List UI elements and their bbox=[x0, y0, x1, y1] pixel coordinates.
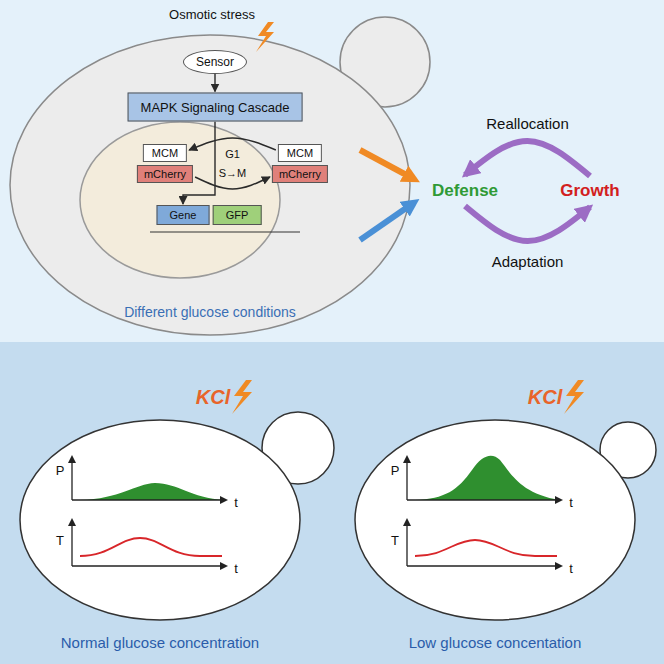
axis bbox=[72, 565, 226, 566]
axis bbox=[406, 520, 407, 566]
node-text: MCM bbox=[287, 147, 313, 159]
protein-box: MCM bbox=[278, 144, 322, 162]
node-text: MAPK Signaling Cascade bbox=[141, 100, 290, 115]
bottom-panel bbox=[0, 342, 664, 664]
axis-label: t bbox=[569, 561, 573, 576]
axis-label: t bbox=[569, 495, 573, 510]
node-text: Sensor bbox=[196, 55, 234, 69]
axis bbox=[406, 457, 407, 500]
axis-label: t bbox=[234, 495, 238, 510]
gene-box: Gene bbox=[157, 205, 210, 225]
yeast-cell bbox=[20, 420, 300, 620]
stress-label: KCl bbox=[196, 386, 230, 409]
node-text: Growth bbox=[560, 181, 620, 201]
condition-label: Normal glucose concentration bbox=[61, 634, 259, 651]
axis bbox=[72, 499, 226, 500]
axis-label: P bbox=[391, 463, 400, 478]
stress-label: KCl bbox=[528, 386, 562, 409]
flow-arrow bbox=[183, 122, 215, 205]
axis-label: P bbox=[56, 463, 65, 478]
stress-arrow bbox=[360, 150, 412, 178]
protein-curve bbox=[415, 456, 560, 500]
axis bbox=[407, 565, 561, 566]
flow-arrow bbox=[214, 74, 215, 92]
outcome-text: Growth bbox=[558, 179, 622, 203]
transcription-curve bbox=[415, 540, 557, 556]
lightning-bolt bbox=[256, 22, 274, 52]
node-text: mCherry bbox=[279, 168, 321, 180]
lightning-bolt bbox=[232, 380, 252, 414]
node-text: MCM bbox=[152, 147, 178, 159]
transcription-curve bbox=[80, 538, 222, 556]
axis bbox=[407, 499, 561, 500]
stress-label: Osmotic stress bbox=[169, 7, 255, 22]
reporter-box: mCherry bbox=[272, 165, 328, 183]
top-panel bbox=[0, 0, 664, 342]
process-box: MAPK Signaling Cascade bbox=[128, 93, 303, 122]
edge-label: S→M bbox=[219, 167, 247, 179]
sensor-ellipse: Sensor bbox=[183, 50, 247, 74]
node-text: Defense bbox=[432, 181, 498, 201]
protein-box: MCM bbox=[143, 144, 187, 162]
reporter-box: mCherry bbox=[137, 165, 193, 183]
edge-label: G1 bbox=[225, 148, 240, 160]
axis bbox=[71, 457, 72, 500]
yeast-cell bbox=[10, 35, 410, 335]
node-text: Gene bbox=[170, 209, 197, 221]
node-text: mCherry bbox=[144, 168, 186, 180]
edge-label: Adaptation bbox=[492, 253, 564, 270]
cycle-arrow bbox=[465, 206, 590, 241]
axis-label: t bbox=[234, 561, 238, 576]
edge-label: Reallocation bbox=[486, 115, 569, 132]
axis-label: T bbox=[391, 533, 399, 548]
yeast-cell bbox=[355, 420, 635, 620]
outcome-text: Defense bbox=[430, 179, 500, 203]
condition-label: Low glucose concentation bbox=[409, 634, 582, 651]
nucleus bbox=[80, 122, 280, 278]
glucose-arrow bbox=[360, 204, 412, 240]
dna-line bbox=[150, 231, 300, 232]
axis-label: T bbox=[56, 533, 64, 548]
reporter-gene-box: GFP bbox=[213, 205, 262, 225]
condition-label: Different glucose conditions bbox=[124, 304, 296, 320]
cycle-arrow bbox=[465, 141, 590, 176]
node-text: GFP bbox=[226, 209, 249, 221]
axis bbox=[71, 520, 72, 566]
protein-curve bbox=[80, 483, 225, 500]
lightning-bolt bbox=[564, 380, 584, 414]
